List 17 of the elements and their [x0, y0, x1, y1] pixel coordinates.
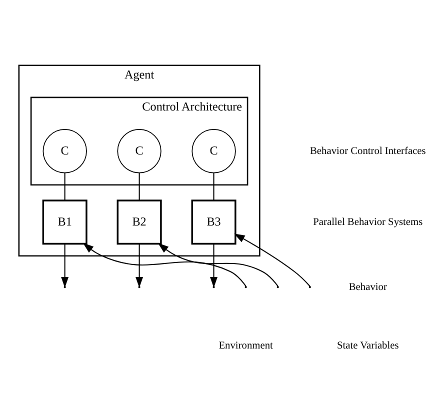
arrow — [234, 234, 310, 286]
connector — [138, 172, 140, 200]
node-box: B2 — [116, 200, 162, 245]
label: Behavior Control Interfaces — [310, 146, 426, 157]
arrow — [158, 243, 278, 286]
label: Parallel Behavior Systems — [313, 216, 423, 228]
label: State Variables — [337, 340, 399, 352]
arrow — [82, 242, 246, 286]
node-box: B3 — [191, 200, 236, 245]
node-box: B1 — [42, 200, 88, 245]
node-circle: C — [42, 129, 87, 174]
label: Environment — [218, 340, 273, 352]
connector — [64, 172, 66, 200]
node-circle: C — [192, 129, 236, 174]
node-circle: C — [117, 129, 162, 174]
connector — [213, 172, 214, 200]
label: Behavior — [348, 282, 387, 293]
